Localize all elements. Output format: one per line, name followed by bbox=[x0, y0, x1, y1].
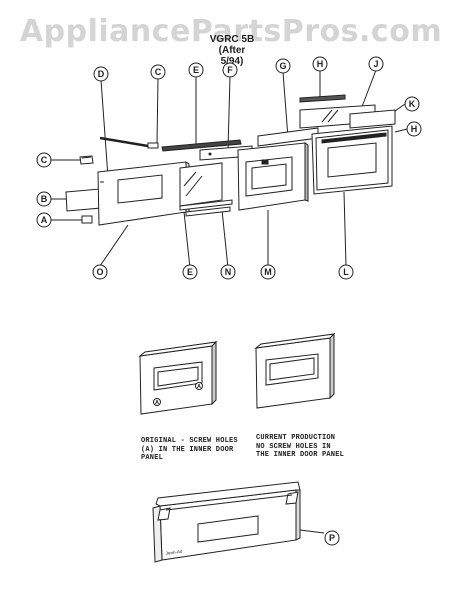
callout-h-lower: H bbox=[411, 124, 418, 134]
part-complete-door-p bbox=[152, 481, 301, 563]
callout-o: O bbox=[96, 267, 103, 277]
panel-current bbox=[254, 332, 336, 409]
part-door-panel-o bbox=[97, 161, 190, 226]
part-inner-panel-m bbox=[237, 142, 309, 211]
note-current-line-1: CURRENT PRODUCTION bbox=[256, 434, 336, 442]
leader-lines bbox=[51, 69, 408, 534]
screw-hole-marks: A A bbox=[155, 384, 201, 406]
callout-a: A bbox=[41, 215, 48, 225]
part-clip-c-left bbox=[79, 155, 94, 165]
note-current: CURRENT PRODUCTION NO SCREW HOLES IN THE… bbox=[256, 434, 344, 460]
part-glass-e bbox=[179, 162, 223, 207]
note-original-line-3: PANEL bbox=[141, 454, 164, 462]
part-rail-g bbox=[257, 127, 319, 147]
callout-d: D bbox=[98, 69, 105, 79]
part-rod-d bbox=[99, 136, 149, 148]
callout-letters: D C E F G H J K H C B A O E N M L P bbox=[41, 59, 418, 543]
callout-c-left: C bbox=[41, 155, 48, 165]
part-strip-e-upper bbox=[161, 139, 242, 152]
part-clip-c-upper bbox=[147, 142, 159, 149]
callout-f: F bbox=[227, 65, 233, 75]
part-b bbox=[65, 188, 102, 212]
note-current-line-3: THE INNER DOOR PANEL bbox=[256, 451, 345, 459]
callout-m: M bbox=[264, 267, 272, 277]
screw-hole-a-right: A bbox=[197, 384, 201, 390]
watermark: AppliancePartsPros.com bbox=[19, 14, 443, 49]
callout-p: P bbox=[329, 533, 335, 543]
part-k bbox=[349, 109, 396, 129]
note-current-line-2: NO SCREW HOLES IN bbox=[256, 442, 331, 451]
part-strip-n bbox=[179, 199, 233, 217]
note-original-line-2: (A) IN THE INNER DOOR bbox=[141, 445, 234, 454]
handle-brand: Jenn-Air bbox=[165, 549, 183, 556]
callout-n: N bbox=[225, 267, 232, 277]
callout-g: G bbox=[279, 61, 286, 71]
screw-hole-a-left: A bbox=[155, 400, 159, 406]
callout-circles bbox=[36, 56, 422, 546]
callout-k: K bbox=[409, 99, 416, 109]
part-bar-h-upper bbox=[299, 94, 346, 103]
callout-l: L bbox=[343, 267, 349, 277]
panel-original bbox=[138, 340, 218, 415]
part-a bbox=[81, 215, 93, 224]
callout-e-upper: E bbox=[193, 65, 199, 75]
callout-j: J bbox=[373, 59, 378, 69]
model-label: VGRC 5B (After 5/94) bbox=[206, 34, 258, 67]
note-original-line-1: ORIGINAL - SCREW HOLES bbox=[141, 437, 238, 445]
note-original: ORIGINAL - SCREW HOLES (A) IN THE INNER … bbox=[141, 437, 238, 463]
part-door-liner-l bbox=[311, 125, 393, 195]
model-number: VGRC 5B bbox=[209, 34, 255, 45]
callout-c-upper: C bbox=[155, 67, 162, 77]
callout-h-upper: H bbox=[317, 59, 324, 69]
callout-e-lower: E bbox=[187, 267, 193, 277]
model-date: (After 5/94) bbox=[218, 45, 246, 67]
callout-b: B bbox=[41, 194, 48, 204]
